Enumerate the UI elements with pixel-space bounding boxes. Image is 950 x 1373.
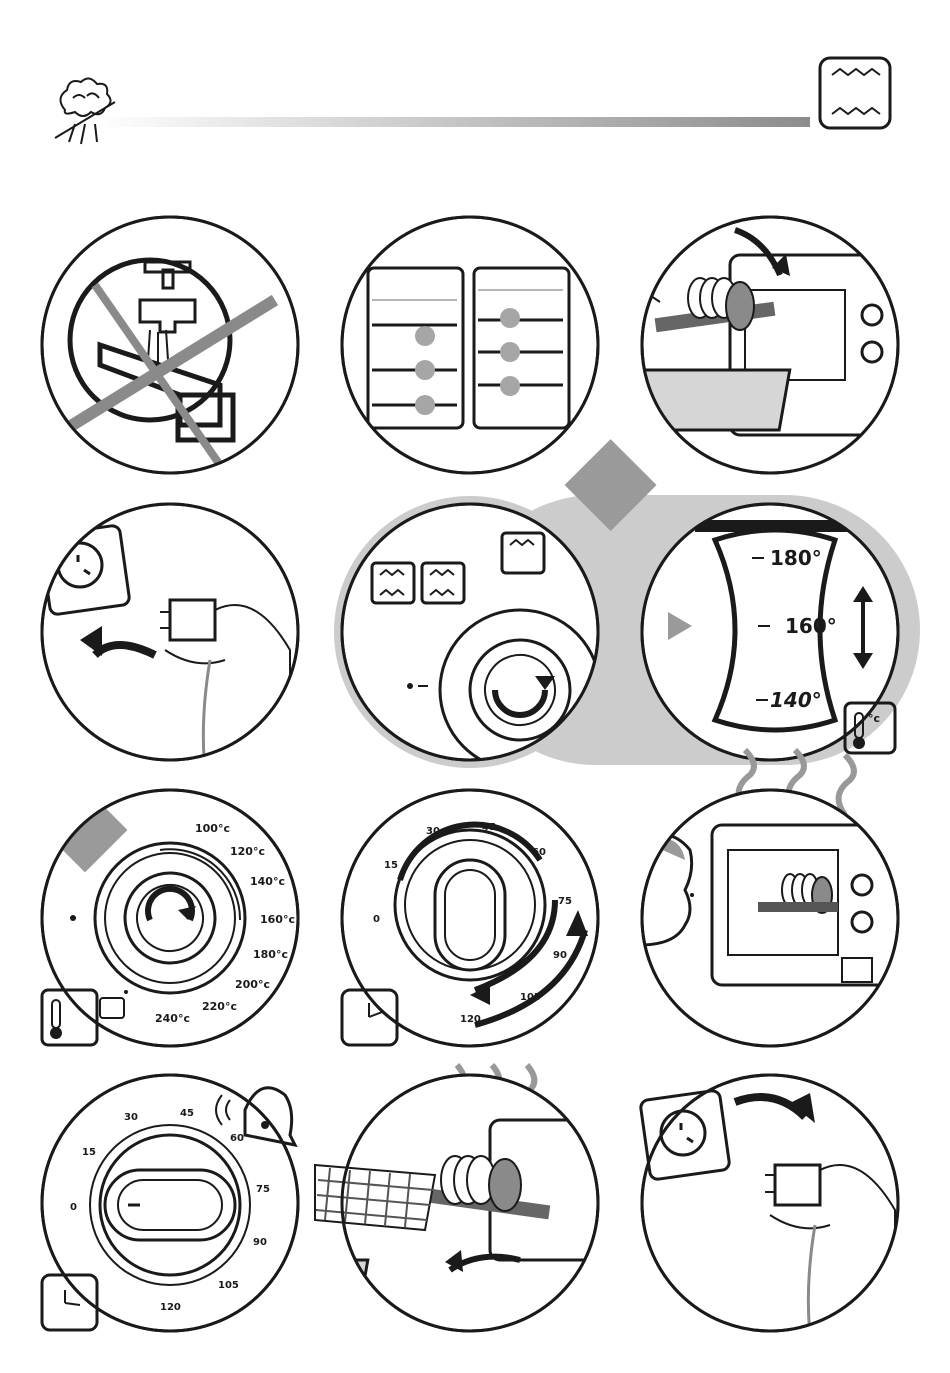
header [55, 58, 890, 144]
temp-knob-120: 120°c [230, 845, 265, 858]
timer-end-120: 120 [160, 1302, 181, 1313]
timer-end-105: 105 [218, 1280, 239, 1291]
timer-set-30: 30 [426, 826, 440, 837]
panel-timer-set: 0 15 30 45 60 75 90 105 120 [342, 790, 598, 1046]
temp-knob-160: 160°c [260, 913, 295, 926]
timer-set-60: 60 [532, 847, 546, 858]
timer-end-60: 60 [230, 1133, 244, 1144]
panel-insert-rack [589, 217, 900, 473]
panel-temp-knob: 100°c 120°c 140°c 160°c 180°c 200°c 220°… [42, 788, 298, 1046]
oven-element-icon [820, 58, 890, 128]
panel-watch-cooking [640, 750, 902, 1046]
timer-end-45: 45 [180, 1108, 194, 1119]
timer-set-45: 45 [482, 822, 496, 833]
timer-end-90: 90 [253, 1237, 267, 1248]
thermometer-unit: °c [868, 712, 880, 725]
panel-no-water [40, 217, 298, 473]
temp-knob-100: 100°c [195, 822, 230, 835]
timer-set-120: 120 [460, 1014, 481, 1025]
temp-label-140: 140° [770, 688, 822, 712]
timer-end-15: 15 [82, 1147, 96, 1158]
panel-unplug [640, 1075, 898, 1335]
temp-knob-200: 200°c [235, 978, 270, 991]
timer-end-30: 30 [124, 1112, 138, 1123]
panel-rack-positions [342, 217, 598, 473]
temp-knob-140: 140°c [250, 875, 285, 888]
panel-timer-bell: 0 15 30 45 60 75 90 105 120 [42, 1075, 298, 1331]
timer-set-105: 105 [520, 992, 541, 1003]
header-gradient-bar [95, 117, 810, 127]
timer-end-0: 0 [70, 1202, 77, 1213]
timer-end-75: 75 [256, 1184, 270, 1195]
oven-mitt [315, 1165, 435, 1230]
temp-knob-220: 220°c [202, 1000, 237, 1013]
steam-icon [55, 78, 115, 144]
timer-set-75: 75 [558, 896, 572, 907]
temp-knob-240: 240°c [155, 1012, 190, 1025]
panel-plug-in [40, 504, 298, 770]
temp-label-160: 160° [785, 614, 837, 638]
timer-set-15: 15 [384, 860, 398, 871]
timer-set-0: 0 [373, 914, 380, 925]
timer-set-90: 90 [553, 950, 567, 961]
panel-temperature-dial: 180° 160° 140° °c [642, 504, 898, 760]
temp-label-180: 180° [770, 546, 822, 570]
temp-knob-180: 180°c [253, 948, 288, 961]
